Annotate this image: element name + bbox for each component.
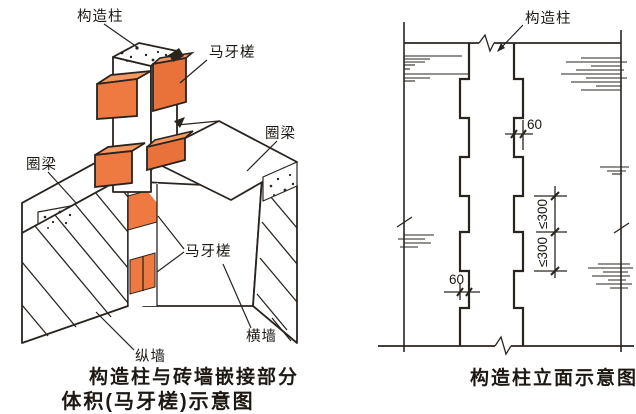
beam-back-edge — [176, 120, 220, 126]
label-column: 构造柱 — [77, 8, 124, 25]
leader-transverse-wall — [222, 263, 252, 329]
right-elevation-diagram: 60 60 ≤300 ≤300 构造柱 构造柱立面示意图 — [378, 10, 636, 389]
label-ring-beam-left: 圈梁 — [26, 156, 57, 173]
leader-arrowhead — [497, 43, 505, 52]
top-edge-break-symbol — [478, 33, 495, 53]
label-toothed-joint-lower: 马牙槎 — [185, 243, 232, 260]
leader-toothed-joint-lower-a — [157, 215, 185, 250]
bottom-edge-break-symbol — [494, 335, 512, 356]
ring-beam-right-concrete-end — [262, 161, 298, 202]
dimension-label-300-lower: ≤300 — [535, 237, 550, 267]
column-toothed-left-edge — [458, 43, 471, 346]
transverse-wall-hatching — [256, 195, 298, 342]
wall-edge-left-break — [396, 216, 413, 228]
right-caption: 构造柱立面示意图 — [470, 366, 636, 389]
leader-toothed-joint-lower-b — [156, 251, 185, 273]
label-transverse-wall: 横墙 — [246, 328, 277, 345]
wall-edge-right-break — [613, 222, 630, 234]
dimension-label-60-lower: 60 — [449, 272, 464, 287]
left-isometric-diagram: 构造柱 马牙槎 圈梁 圈梁 马牙槎 纵墙 横墙 构造柱与砖墙嵌接部分 体积(马牙… — [21, 8, 299, 413]
brick-hatch-top-right — [561, 57, 627, 91]
label-ring-beam-right: 圈梁 — [265, 125, 296, 142]
brick-hatch-mid-right — [600, 166, 629, 175]
beam-right-end-speckles — [269, 173, 295, 196]
label-longitudinal-wall: 纵墙 — [135, 348, 166, 365]
beam-left-end-speckles — [43, 210, 72, 229]
leader-ring-beam-right — [246, 140, 278, 172]
leader-longitudinal-wall — [95, 311, 135, 351]
left-caption-line1: 构造柱与砖墙嵌接部分 — [89, 365, 299, 388]
tooth-block-top2-front-face — [94, 149, 133, 189]
tooth-block-top1-front-face — [96, 77, 138, 120]
tooth-block-right2-face — [146, 136, 186, 172]
break-mark-column-top — [169, 48, 184, 62]
dimension-label-300-upper: ≤300 — [535, 199, 550, 229]
break-mark-beam-junction — [174, 117, 185, 128]
brick-hatch-mid-left — [398, 234, 434, 248]
dimension-tooth-heights: ≤300 ≤300 — [534, 186, 567, 278]
label-toothed-joint-upper: 马牙槎 — [209, 44, 256, 61]
leader-ring-beam-left — [47, 171, 78, 205]
dimension-tooth-depth-upper: 60 — [505, 117, 542, 150]
label-column-elevation: 构造柱 — [525, 10, 572, 27]
left-caption-line2: 体积(马牙槎)示意图 — [61, 389, 254, 413]
dimension-tooth-depth-lower: 60 — [444, 272, 480, 300]
brick-hatch-top-left — [404, 55, 468, 82]
column-toothed-right-edge — [512, 43, 525, 346]
dimension-label-60-upper: 60 — [527, 117, 542, 132]
tooth-block-right1-face — [152, 56, 187, 113]
column-top-concrete-speckles — [120, 46, 168, 62]
leader-column — [103, 23, 138, 48]
leader-toothed-joint-upper — [179, 59, 208, 84]
brick-hatch-bottom-right — [588, 263, 633, 289]
